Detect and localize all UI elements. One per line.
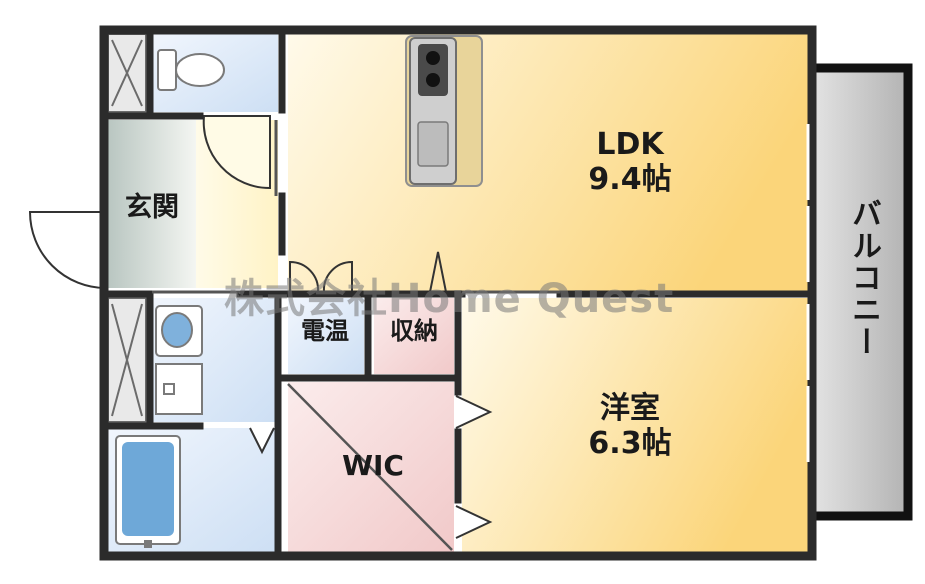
yoshitsu-floor bbox=[462, 298, 808, 552]
genkan-label: 玄関 bbox=[125, 192, 179, 223]
denon-label: 電温 bbox=[301, 317, 349, 345]
wic-label: WIC bbox=[342, 449, 404, 482]
ldk-size: 9.4帖 bbox=[588, 161, 672, 197]
wic-doors bbox=[455, 395, 493, 539]
ldk-label: LDK 9.4帖 bbox=[560, 127, 700, 197]
yoshitsu-size: 6.3帖 bbox=[588, 425, 672, 461]
ldk-name: LDK bbox=[596, 127, 664, 162]
toilet-door bbox=[202, 115, 271, 190]
pipe-space-top bbox=[107, 33, 147, 113]
sliding-doors bbox=[152, 120, 560, 294]
closet-doors bbox=[289, 251, 447, 293]
yoshitsu-label: 洋室 6.3帖 bbox=[560, 391, 700, 461]
bath-door bbox=[249, 427, 275, 455]
yoshitsu-name: 洋室 bbox=[600, 391, 660, 426]
kitchen-counter bbox=[405, 35, 483, 187]
shuno-floor bbox=[374, 298, 454, 374]
washbasin bbox=[155, 305, 203, 415]
entrance-door bbox=[28, 211, 108, 289]
genkan-floor bbox=[108, 120, 196, 288]
shuno-label: 収納 bbox=[390, 317, 438, 345]
interior-walls bbox=[100, 26, 816, 560]
toilet bbox=[157, 49, 225, 91]
denon-floor bbox=[288, 298, 364, 374]
ldk-floor bbox=[288, 34, 808, 292]
pipe-space-bottom bbox=[107, 297, 147, 423]
watermark: 株式会社Home Quest bbox=[224, 276, 675, 322]
balcony-label: バルコニー bbox=[846, 198, 881, 358]
bathtub bbox=[115, 435, 181, 548]
wic-diagonal bbox=[287, 383, 453, 551]
